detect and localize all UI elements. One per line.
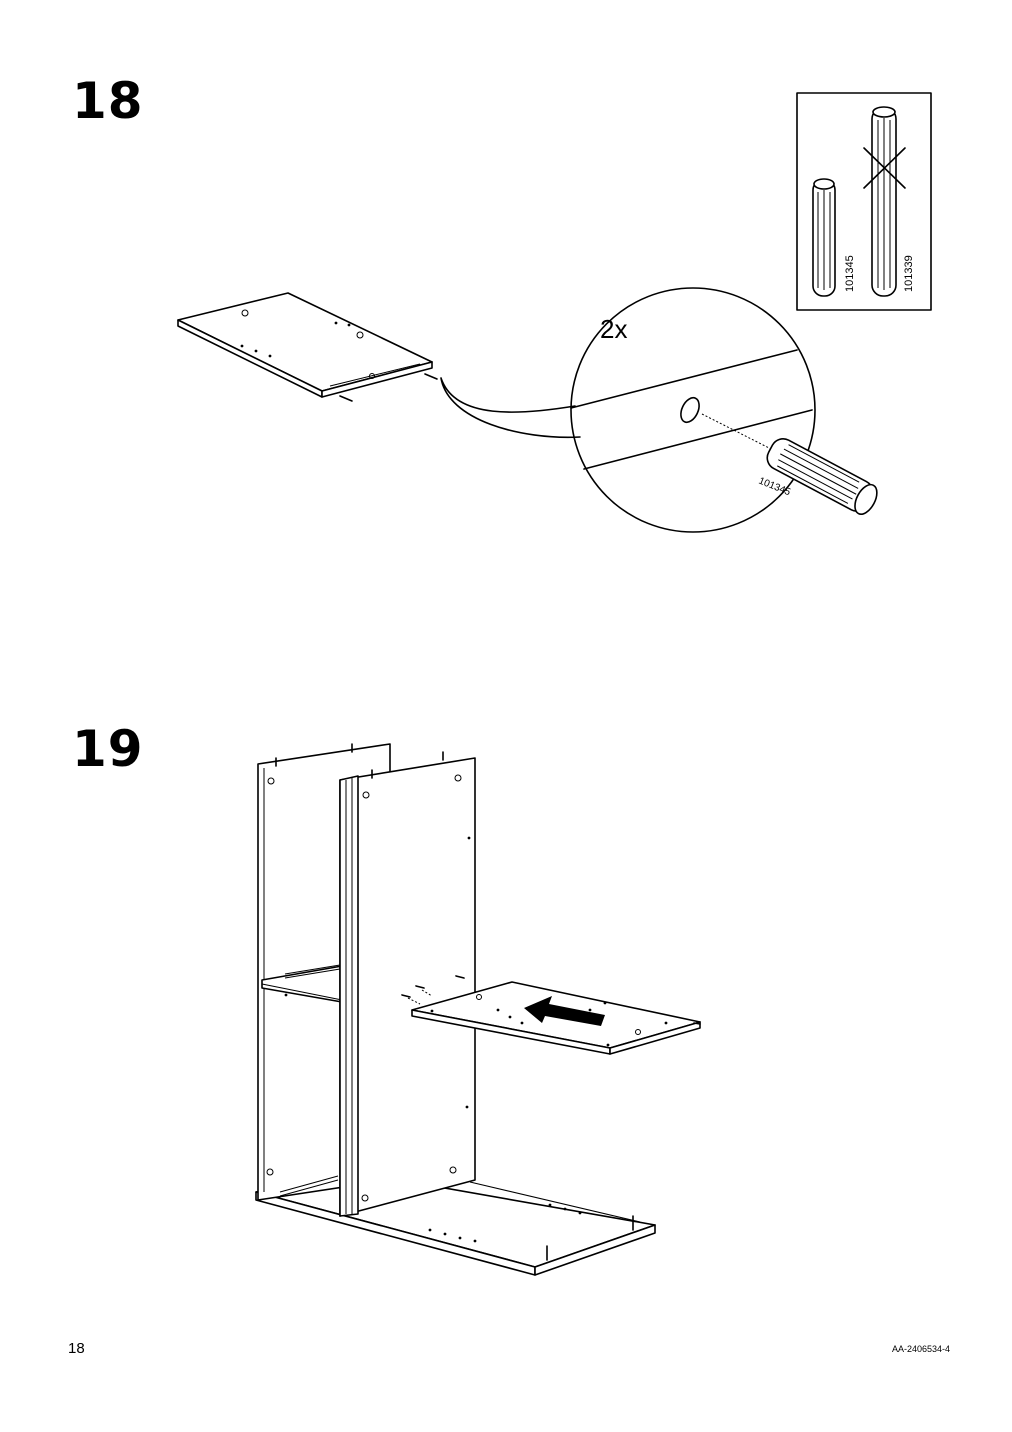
step-19-number: 19 — [72, 720, 144, 778]
dowel-part-label: 101345 — [757, 476, 792, 499]
correct-dowel-icon — [812, 178, 836, 297]
quantity-label: 2x — [600, 314, 627, 344]
part-check-box: 101345 101339 — [796, 92, 932, 311]
wrong-part-number: 101339 — [903, 255, 915, 292]
dowel-guides-step19 — [401, 975, 701, 1025]
direction-arrow-icon — [524, 996, 605, 1026]
correct-part-number: 101345 — [844, 255, 856, 292]
wrong-dowel-icon — [871, 106, 897, 297]
step-18-number: 18 — [72, 72, 144, 130]
dowel-hole — [680, 396, 700, 424]
zoom-connector — [440, 377, 581, 439]
page-number: 18 — [68, 1340, 85, 1357]
document-code: AA-2406534-4 — [891, 1344, 950, 1354]
dowel-small-step18 — [339, 373, 438, 402]
cabinet-frame — [255, 743, 656, 1276]
cross-mark-icon — [863, 147, 906, 189]
shelf-panel-step18 — [177, 292, 433, 398]
dowel-zoom-icon — [766, 438, 878, 515]
zoom-detail-circle — [570, 287, 816, 533]
